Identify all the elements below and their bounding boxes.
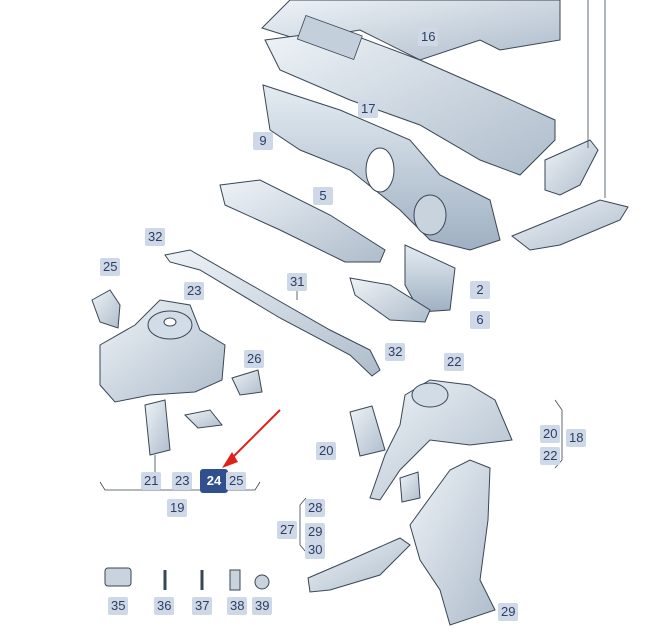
callout-9: 9 [253, 132, 273, 150]
washer-39 [254, 574, 270, 590]
bracket-20 [349, 405, 386, 457]
callout-24-highlighted[interactable]: 24 [200, 469, 228, 493]
callout-22: 22 [444, 353, 465, 371]
bracket-21 [144, 399, 171, 456]
callout-25-lower: 25 [226, 472, 247, 490]
bulkhead-opening-2 [413, 194, 447, 236]
strut-bar-31 [164, 249, 381, 377]
bracket-6 [349, 277, 431, 323]
pointer-arrow-head [222, 452, 238, 468]
panel-2 [404, 244, 456, 313]
nut-plate-35 [104, 567, 132, 587]
callout-26: 26 [244, 350, 265, 368]
callout-20-right: 20 [540, 425, 561, 443]
clip-38 [229, 569, 241, 591]
bracket-28 [399, 471, 421, 503]
callout-16: 16 [418, 28, 439, 46]
plenum-panel [261, 0, 561, 61]
callout-6: 6 [470, 311, 490, 329]
callout-5: 5 [313, 187, 333, 205]
strut-mount-hole-left [163, 317, 177, 327]
bracket-25-left [91, 289, 121, 329]
plenum-opening [296, 14, 363, 60]
callout-22-lower: 22 [540, 447, 561, 465]
callout-25: 25 [100, 258, 121, 276]
callout-2: 2 [470, 281, 490, 299]
bracket-small-23 [183, 409, 223, 429]
callout-21: 21 [141, 472, 162, 490]
callout-30: 30 [305, 541, 326, 559]
callout-39: 39 [252, 597, 273, 615]
callout-36: 36 [154, 597, 175, 615]
callout-38: 38 [227, 597, 248, 615]
group-bracket-27 [299, 497, 307, 553]
callout-20: 20 [316, 442, 337, 460]
callout-17: 17 [358, 100, 379, 118]
callout-29: 29 [305, 523, 326, 541]
callout-23-lower: 23 [172, 472, 193, 490]
callout-18: 18 [566, 429, 587, 447]
callout-35: 35 [108, 597, 129, 615]
strut-mount-right [411, 382, 449, 408]
callout-28: 28 [305, 499, 326, 517]
callout-29-lower: 29 [498, 603, 519, 621]
callout-31: 31 [287, 273, 308, 291]
reinforcement-right [511, 199, 629, 251]
pointer-arrow [227, 409, 281, 463]
strut-tower-right [369, 379, 513, 501]
side-member [409, 459, 496, 626]
callout-32-lower: 32 [385, 343, 406, 361]
callout-32: 32 [145, 228, 166, 246]
dash-upper-panel [264, 29, 556, 176]
callout-27: 27 [277, 521, 298, 539]
group-bracket-19 [99, 481, 261, 491]
bulkhead-opening [365, 147, 395, 193]
strut-tower-left [99, 299, 226, 403]
bracket-26 [231, 369, 263, 396]
member-30 [307, 537, 411, 593]
pillar-bracket-right [544, 139, 599, 196]
callout-37: 37 [192, 597, 213, 615]
callout-19: 19 [167, 499, 188, 517]
callout-23: 23 [184, 282, 205, 300]
crossmember-5 [219, 179, 386, 263]
